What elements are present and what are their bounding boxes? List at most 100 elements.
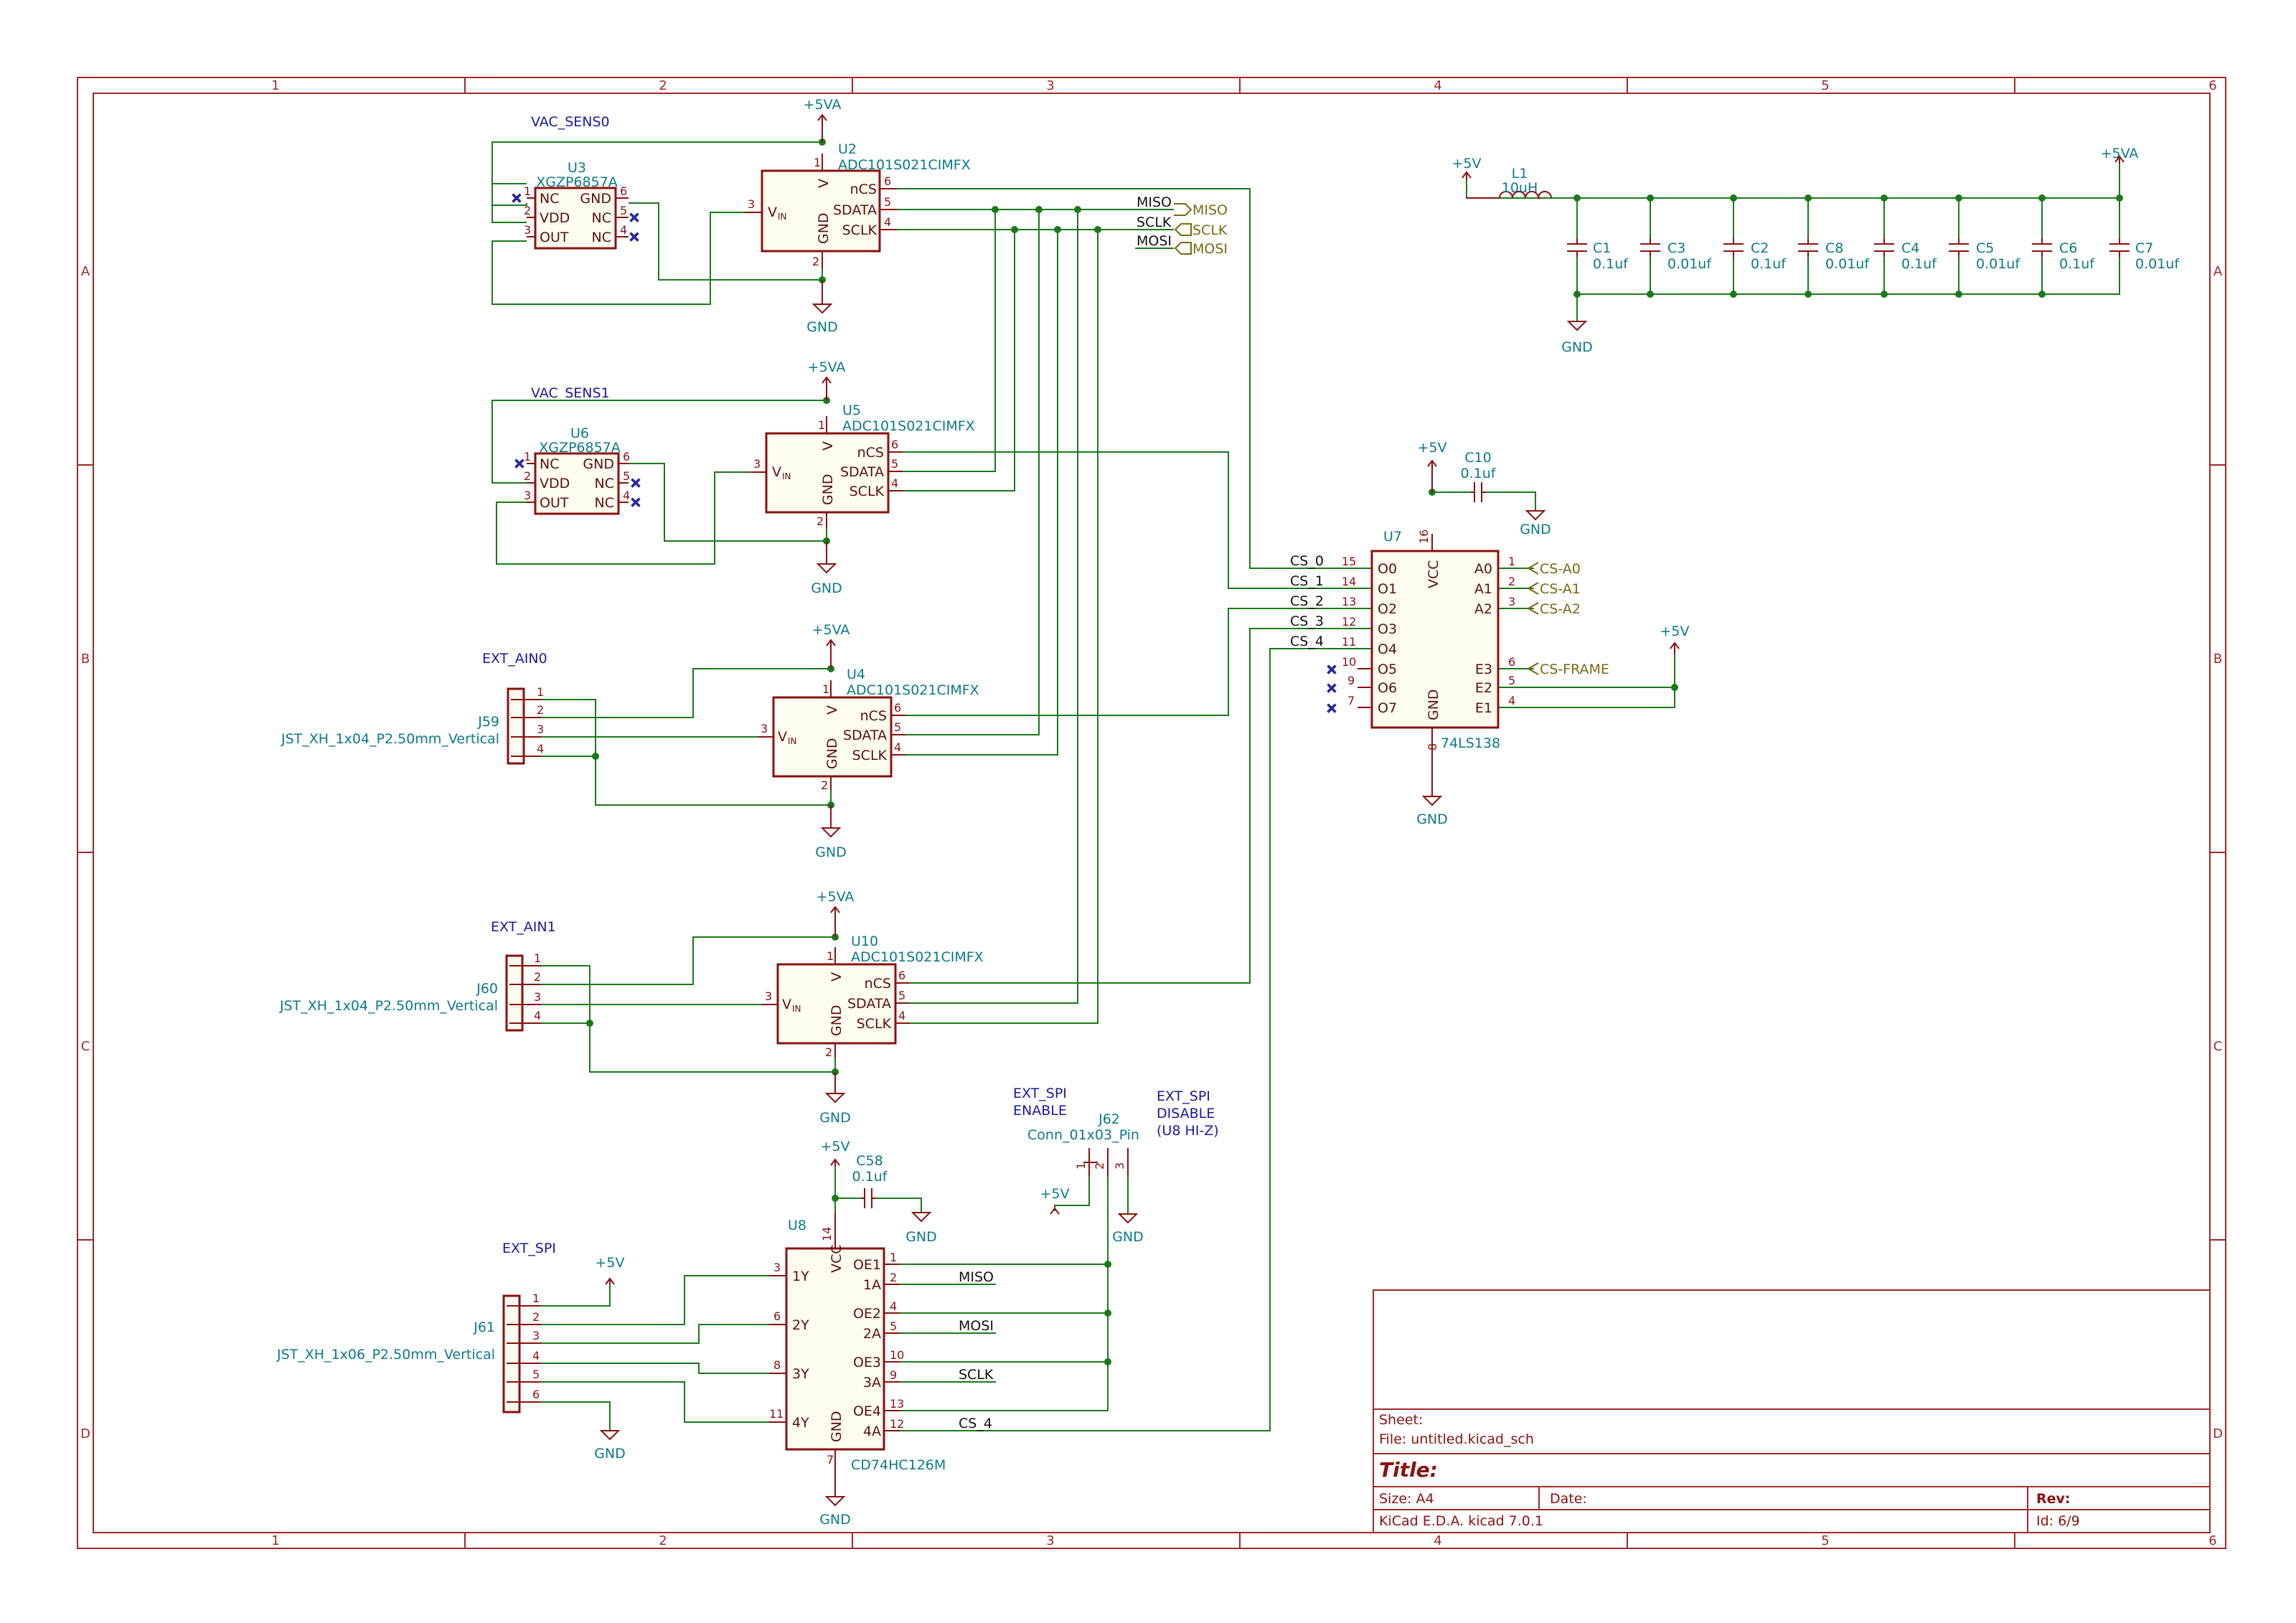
svg-text:6: 6 [894,701,901,715]
svg-text:2: 2 [537,703,544,717]
col-label-top: 5 [1821,78,1829,93]
gnd-label: GND [1520,522,1551,537]
svg-text:4: 4 [537,742,544,756]
connector-j62: 1 2 3 [1074,1148,1129,1177]
svg-text:O6: O6 [1378,680,1397,696]
global-label-cs-a2: CS-A2 [1540,601,1581,617]
cap-ref: C2 [1751,240,1769,256]
svg-text:3: 3 [748,197,755,211]
svg-text:1: 1 [818,418,825,432]
svg-text:1: 1 [890,1251,897,1264]
cap-ref: C10 [1464,450,1491,466]
col-label-bottom: 5 [1821,1533,1829,1548]
svg-text:2: 2 [817,514,824,528]
cap-value: 0.1uf [1901,256,1937,272]
note-vac-sens0: VAC_SENS0 [531,114,610,130]
note-ext-spi-disable: EXT_SPI [1157,1088,1210,1104]
connector-j59-ref: J59 [477,714,499,730]
svg-text:IN: IN [788,736,797,746]
svg-text:3: 3 [765,989,772,1003]
svg-text:×: × [1326,662,1337,677]
title-block-title: Title: [1379,1458,1438,1482]
sensor-u3-value: XGZP6857A [536,174,618,190]
svg-text:1Y: 1Y [792,1269,809,1284]
svg-text:4: 4 [620,223,627,237]
svg-text:5: 5 [898,989,905,1002]
svg-text:2: 2 [1508,575,1515,588]
adc-u5-ref: U5 [842,403,861,418]
global-label-cs-a1: CS-A1 [1540,581,1581,597]
col-label-top: 1 [271,78,279,93]
global-label-shapes [1174,203,1539,675]
connector-j61-value: JST_XH_1x06_P2.50mm_Vertical [276,1347,495,1363]
svg-text:×: × [630,494,641,510]
power-5va-label: +5VA [2101,146,2139,161]
power-5va-label: +5VA [817,889,855,905]
svg-text:1: 1 [1508,555,1515,568]
svg-text:SDATA: SDATA [843,728,887,743]
svg-text:3: 3 [761,722,768,735]
net-label-cs2: CS_2 [1290,593,1324,609]
decoder-u7: O0 O1 O2 O3 O4 O5 O6 O7 15 14 13 12 11 1… [1325,530,1515,756]
wires [491,118,2120,1431]
gnd-symbol [1117,1213,1139,1224]
svg-text:1: 1 [814,156,821,169]
capacitor-c10 [1471,482,1485,502]
svg-text:VDD: VDD [540,210,570,226]
title-block-rev: Rev: [2036,1491,2071,1507]
svg-text:O5: O5 [1378,662,1397,677]
cap-value: 0.01uf [1825,256,1870,272]
svg-text:IN: IN [792,1004,801,1014]
svg-text:5: 5 [532,1368,540,1381]
power-5v-symbol [830,1158,840,1167]
cap-ref: C1 [1593,240,1611,256]
svg-text:OUT: OUT [540,495,569,511]
svg-text:5: 5 [891,457,898,471]
svg-text:4: 4 [623,489,630,502]
svg-text:O3: O3 [1378,621,1397,637]
connector-j60-ref: J60 [476,981,498,997]
svg-text:IN: IN [778,212,787,222]
sensor-u6: NC VDD OUT GND NC NC 123 654 × × × [513,450,642,515]
svg-text:4: 4 [891,476,898,490]
svg-text:8: 8 [773,1358,781,1372]
net-label-sclk: SCLK [959,1367,994,1383]
svg-text:1: 1 [537,685,544,699]
svg-text:3: 3 [1508,595,1515,608]
svg-text:×: × [630,475,641,491]
power-5v-symbol [1670,641,1680,654]
svg-text:V: V [772,464,781,480]
global-label-cs-frame: CS-FRAME [1540,662,1609,677]
svg-text:3: 3 [773,1261,781,1274]
svg-text:V: V [778,729,787,745]
svg-text:15: 15 [1342,555,1356,568]
note-ext-ain0: EXT_AIN0 [482,651,547,667]
svg-text:5: 5 [884,195,891,209]
svg-text:3: 3 [532,1329,540,1342]
junctions [586,138,2123,1365]
svg-text:nCS: nCS [865,976,891,992]
title-block-tool: KiCad E.D.A. kicad 7.0.1 [1379,1513,1543,1529]
svg-text:GND: GND [583,456,614,472]
gnd-symbol [824,1072,846,1104]
net-label-mosi: MOSI [1137,233,1172,249]
svg-text:V: V [820,441,836,451]
row-label-right: D [2213,1426,2223,1441]
svg-text:OE2: OE2 [853,1306,881,1322]
svg-text:OE1: OE1 [853,1257,881,1273]
sensor-u6-ref: U6 [570,425,589,441]
svg-text:2: 2 [524,469,531,483]
gnd-symbol [599,1430,621,1441]
connector-j61: 123 456 [502,1292,541,1413]
svg-text:V: V [768,204,777,220]
cap-ref: C8 [1825,240,1843,256]
sensor-u3: NC VDD OUT GND NC NC 123 654 × × × [510,184,641,250]
svg-text:IN: IN [782,471,791,481]
inductor-l1 [1467,191,1552,199]
power-5v-symbol [1462,171,1472,179]
svg-text:13: 13 [890,1397,904,1411]
svg-text:1: 1 [532,1292,540,1305]
svg-text:4: 4 [1508,694,1515,707]
svg-text:6: 6 [773,1309,781,1323]
